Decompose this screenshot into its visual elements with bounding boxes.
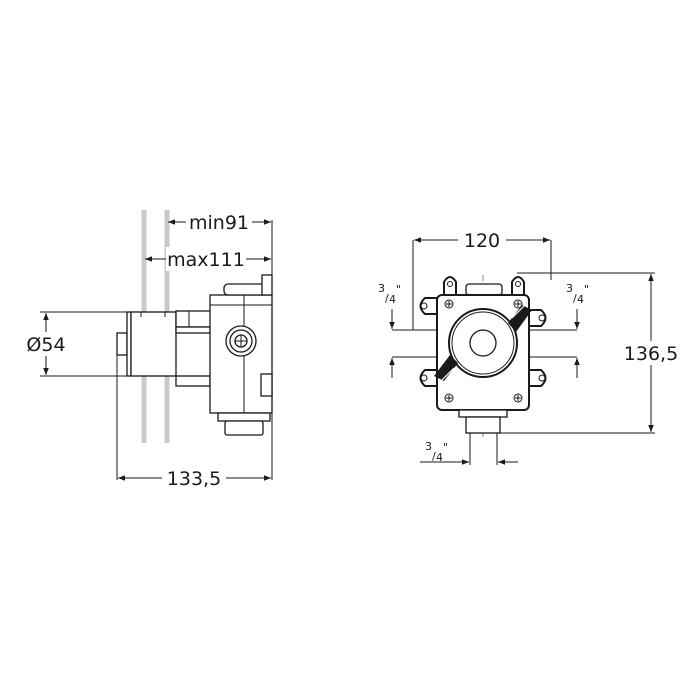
knob-stub [116,332,128,356]
dim-outlet-bottom: 3 / 4 " [420,440,518,465]
svg-text:4: 4 [436,451,443,464]
svg-text:4: 4 [389,293,396,306]
svg-text:3: 3 [425,440,432,453]
svg-text:3: 3 [378,282,385,295]
dim-inlet-right: 3 / 4 " [566,282,589,378]
dim-length-label: 133,5 [167,468,221,490]
dim-diameter-label: Ø54 [26,334,65,356]
valve-center [469,329,497,357]
screws [444,299,523,403]
connector-arm-top [175,310,213,328]
channel-upper [508,305,532,332]
mounting-ears [419,276,547,387]
dim-inlet-left: 3 / 4 " [378,282,401,378]
top-tab [261,274,273,296]
front-view: 120 136,5 3 / 4 " 3 / 4 " 3 / [378,228,682,465]
channel-lower [434,355,458,381]
side-tab [260,373,273,397]
svg-text:": " [443,441,448,454]
svg-text:/: / [432,450,436,463]
svg-text:": " [584,283,589,296]
dim-min-label: min91 [189,212,249,234]
side-view: min91 max111 Ø54 133,5 [26,210,273,490]
outlet-pipe [224,420,264,436]
connector-arm-bottom [175,375,211,387]
svg-text:/: / [573,292,577,305]
svg-text:/: / [385,292,389,305]
front-top-cap [465,283,503,296]
svg-text:4: 4 [577,293,584,306]
dim-height-label: 136,5 [624,343,678,365]
top-cap [223,283,267,296]
front-outlet-pipe [465,416,501,434]
svg-text:": " [396,283,401,296]
outlet-flange [217,412,271,422]
dim-max-label: max111 [167,249,245,271]
dim-width-label: 120 [464,230,500,252]
cylinder-body [130,311,177,377]
svg-text:3: 3 [566,282,573,295]
front-outlet-flange [458,409,508,418]
